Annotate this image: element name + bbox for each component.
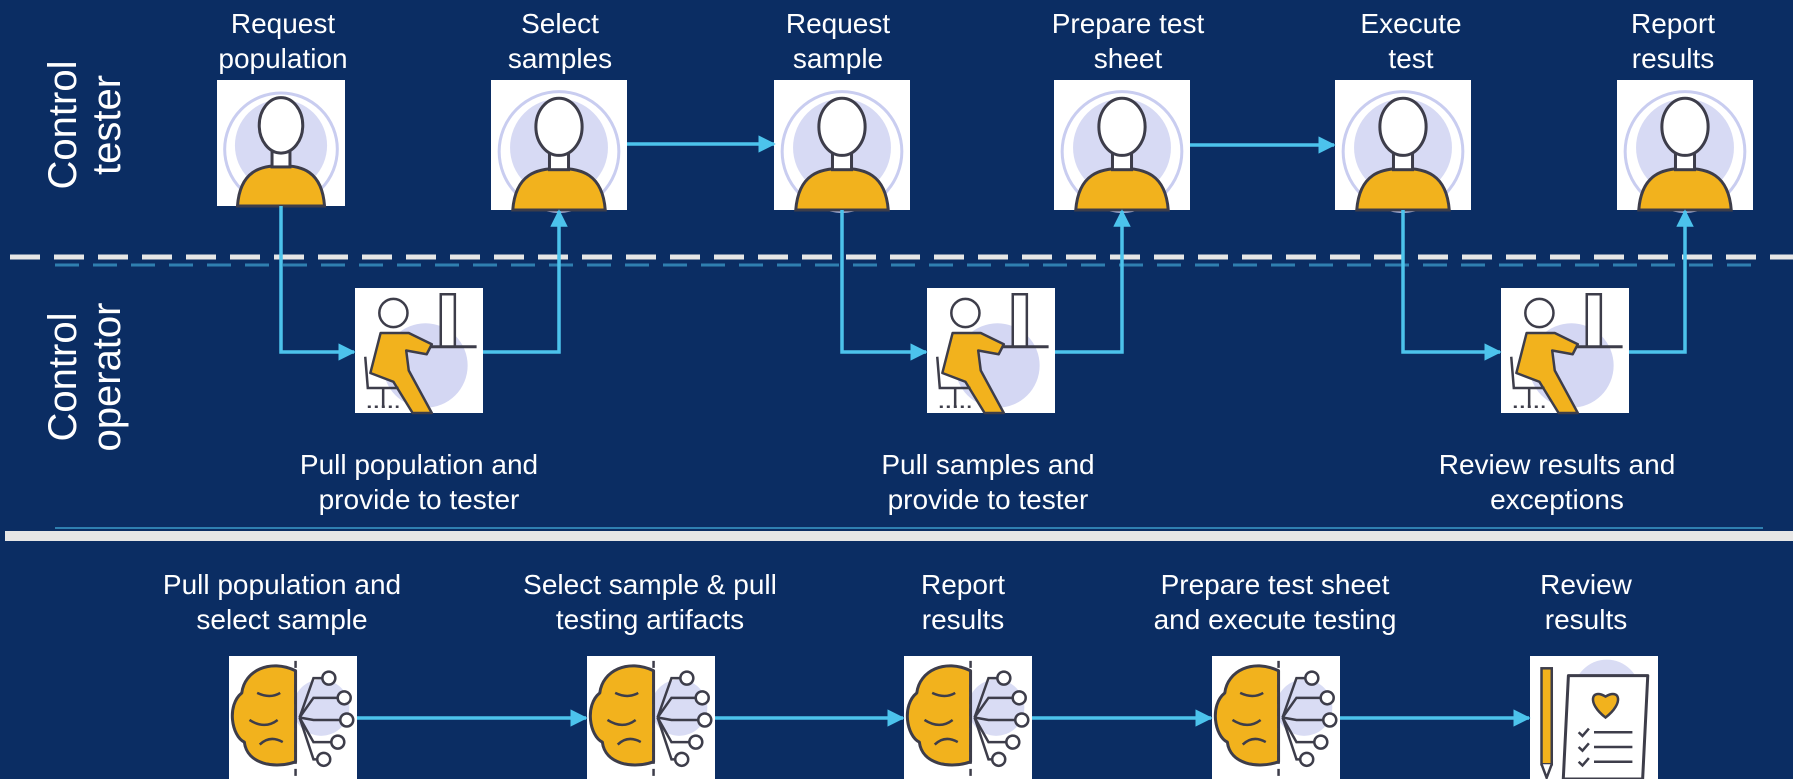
- desk-worker-icon: [927, 288, 1055, 415]
- person-icon: [1054, 80, 1190, 213]
- flow-arrow: [279, 206, 356, 361]
- person-icon: [774, 80, 910, 213]
- flow-arrow: [840, 210, 928, 361]
- desk-worker-icon: [355, 288, 483, 415]
- report-scroll-icon: [1530, 656, 1658, 779]
- person-icon: [491, 80, 627, 213]
- section-divider: [5, 531, 1793, 541]
- flow-arrow: [483, 209, 568, 354]
- flow-arrow: [1629, 209, 1694, 354]
- ai-brain-icon: [587, 656, 715, 779]
- ai-brain-icon: [904, 656, 1032, 779]
- ai-brain-icon: [229, 656, 357, 779]
- desk-worker-icon: [1501, 288, 1629, 415]
- lane-label-control-tester: Control tester: [41, 60, 129, 190]
- flow-arrow: [1401, 210, 1502, 361]
- flow-arrow: [1055, 209, 1131, 354]
- ai-brain-icon: [1212, 656, 1340, 779]
- person-icon: [217, 80, 345, 208]
- person-icon: [1617, 80, 1753, 213]
- lane-label-control-operator: Control operator: [41, 302, 129, 452]
- person-icon: [1335, 80, 1471, 213]
